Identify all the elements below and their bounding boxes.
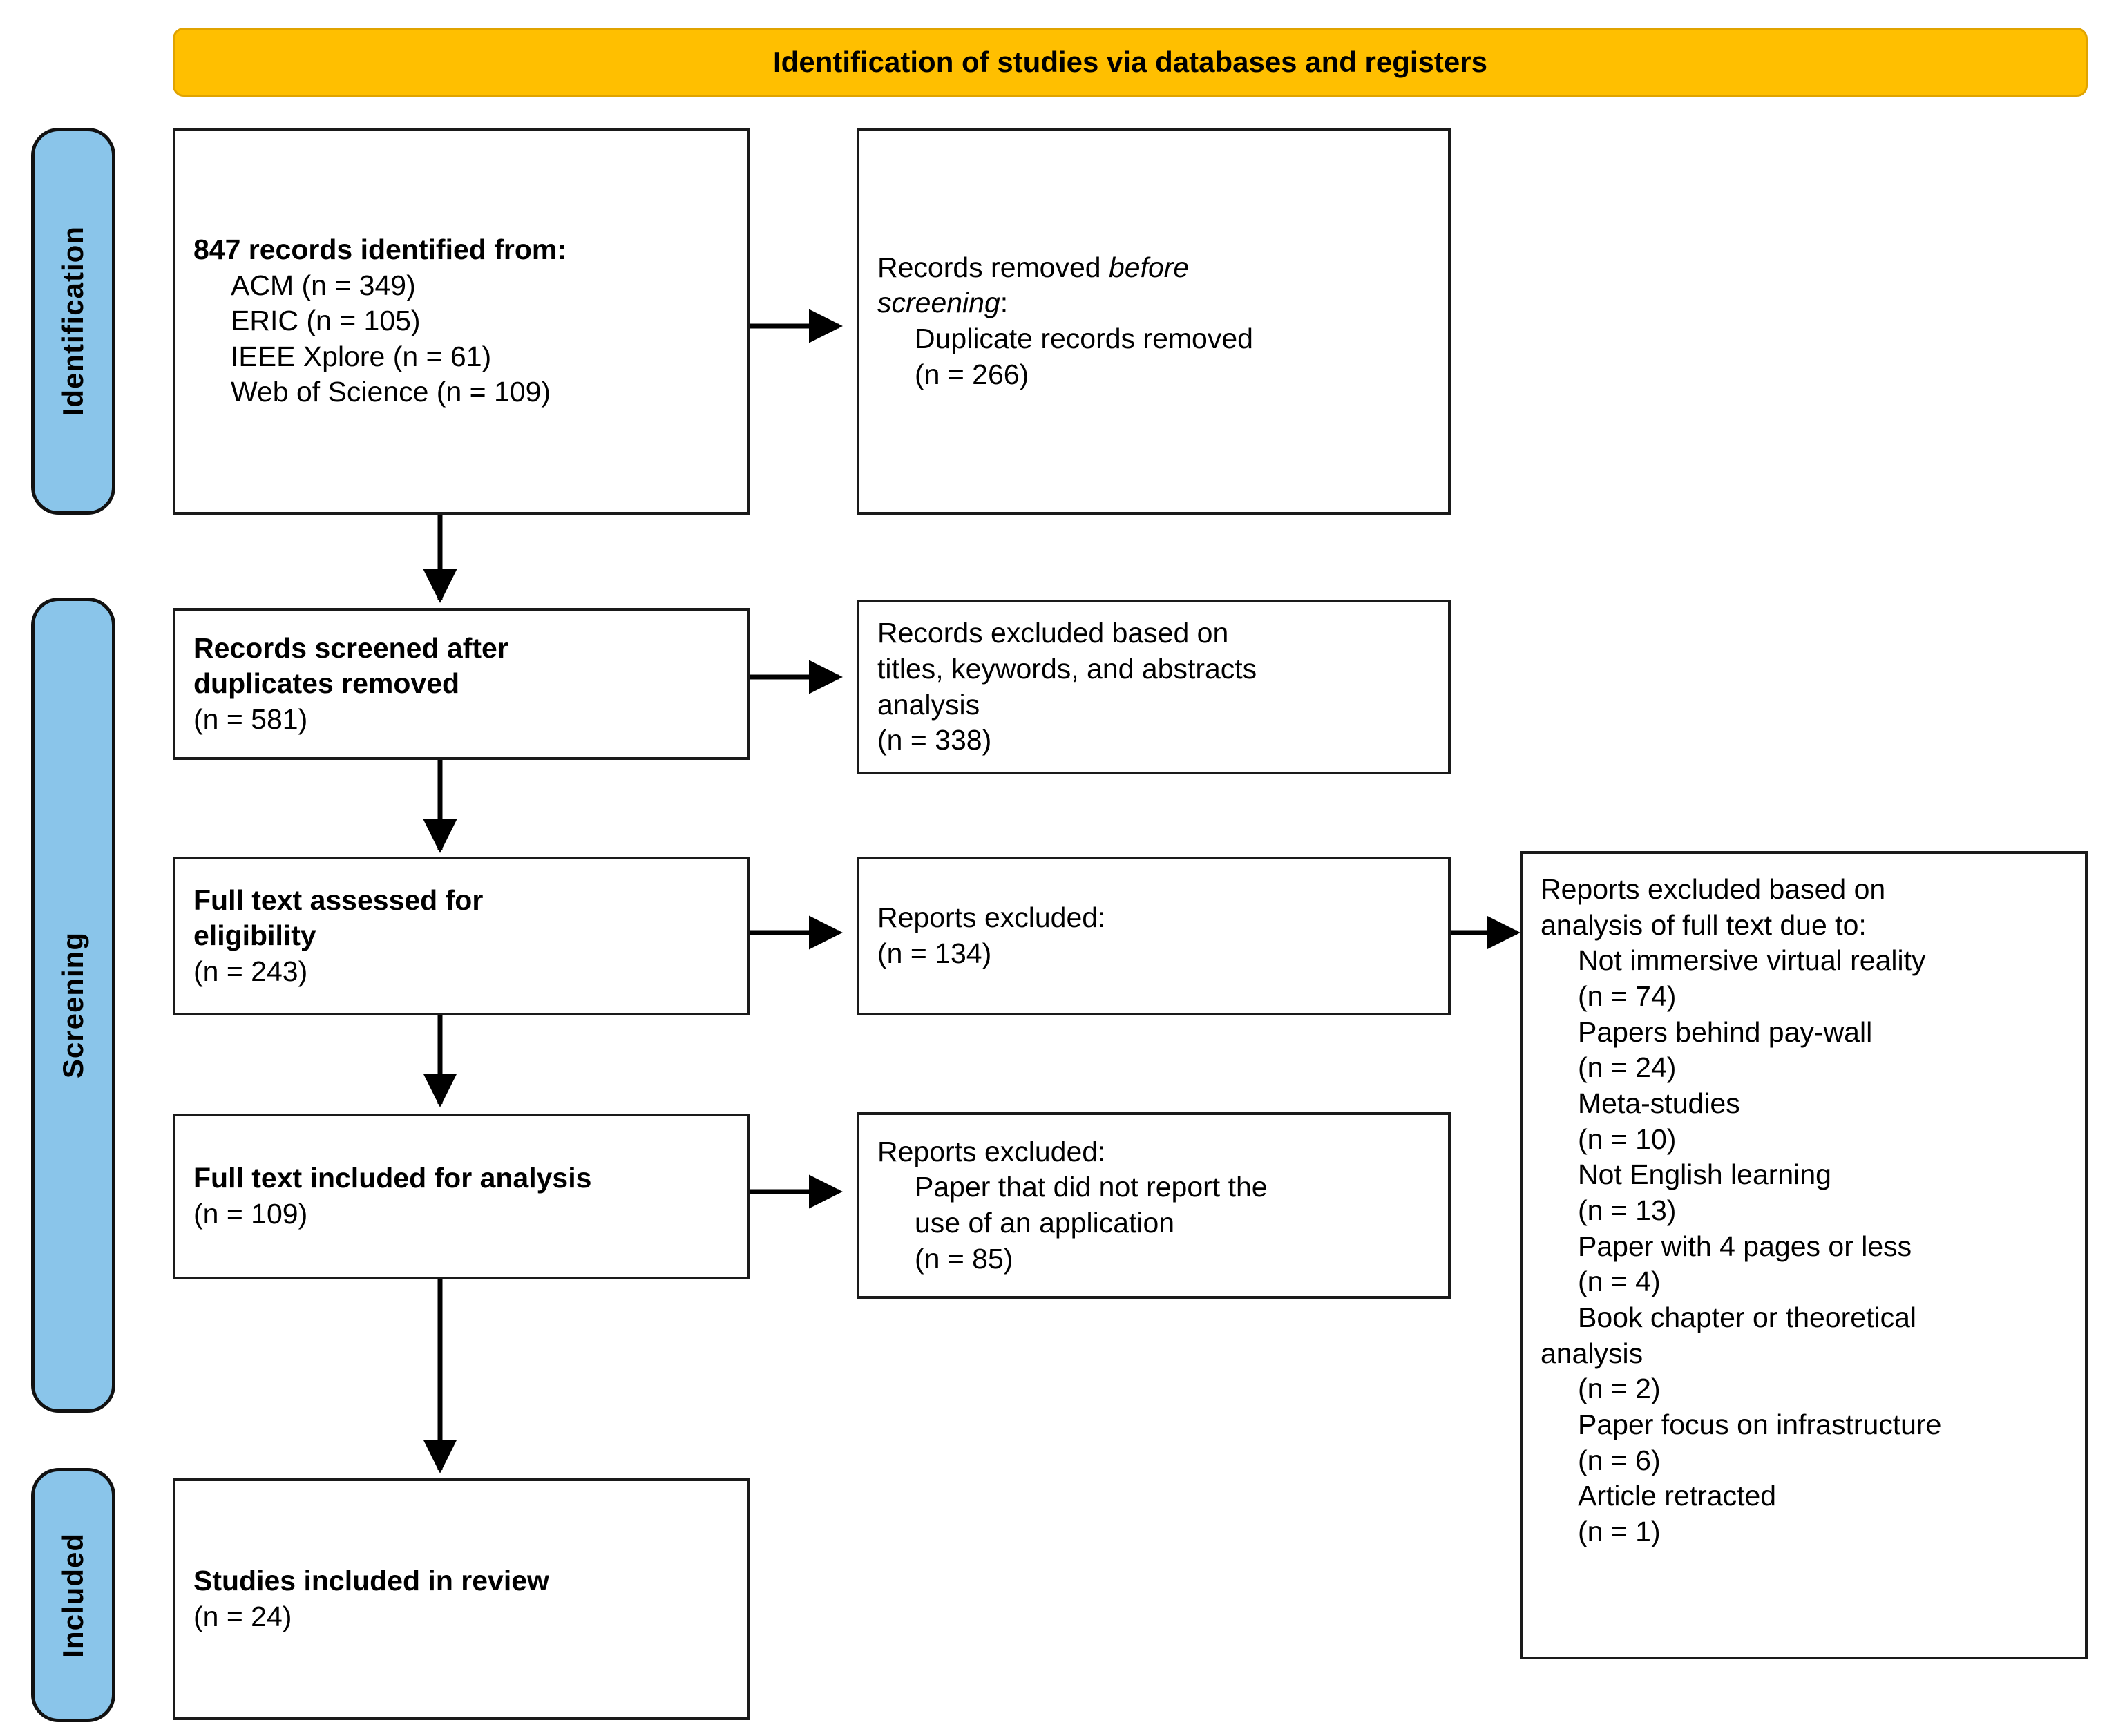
studies-included-label: Studies included in review <box>193 1565 549 1597</box>
reports-excluded-85-label: Reports excluded: <box>877 1135 1106 1167</box>
breakdown-reason-count-2: (n = 10) <box>1578 1123 1677 1155</box>
diagram-header-banner: Identification of studies via databases … <box>173 28 2088 97</box>
breakdown-reason-label-7: Article retracted <box>1578 1480 1777 1512</box>
box-reports-excluded-134: Reports excluded: (n = 134) <box>857 857 1451 1015</box>
breakdown-reason-label-6: Paper focus on infrastructure <box>1578 1408 1942 1440</box>
box-records-screened: Records screened after duplicates remove… <box>173 608 750 760</box>
breakdown-reason-count-3: (n = 13) <box>1578 1194 1677 1226</box>
source-eric: ERIC (n = 105) <box>231 305 421 337</box>
reports-excluded-134-count: (n = 134) <box>877 937 992 969</box>
breakdown-reason-label-0: Not immersive virtual reality <box>1578 944 1926 977</box>
box-records-excluded-titles: Records excluded based on titles, keywor… <box>857 600 1451 774</box>
breakdown-reason-count-5: (n = 2) <box>1578 1373 1661 1405</box>
breakdown-reason-count-7: (n = 1) <box>1578 1515 1661 1547</box>
removed-before-screening-line1: Records removed before <box>877 250 1430 286</box>
records-screened-line2: duplicates removed <box>193 667 460 700</box>
removed-colon: : <box>1000 287 1009 319</box>
breakdown-reason-count-1: (n = 24) <box>1578 1051 1677 1084</box>
records-excluded-titles-line1: Records excluded based on <box>877 617 1229 649</box>
phase-label-identification: Identification <box>31 128 115 515</box>
phase-label-screening: Screening <box>31 598 115 1413</box>
page-title: Identification of studies via databases … <box>773 46 1487 78</box>
records-screened-line1: Records screened after <box>193 631 508 664</box>
records-identified-heading: 847 records identified from: <box>193 233 566 265</box>
phase-label-included: Included <box>31 1468 115 1722</box>
reports-excluded-85-count: (n = 85) <box>915 1242 1013 1275</box>
breakdown-reason-label-2: Meta-studies <box>1578 1087 1740 1119</box>
breakdown-heading-line1: Reports excluded based on <box>1541 873 1886 905</box>
box-reports-excluded-85: Reports excluded: Paper that did not rep… <box>857 1112 1451 1299</box>
box-full-text-assessed: Full text assessed for eligibility (n = … <box>173 857 750 1015</box>
reports-excluded-85-reason-line1: Paper that did not report the <box>915 1171 1268 1203</box>
phase-label-text: Screening <box>57 931 89 1079</box>
phase-label-text: Included <box>57 1532 89 1658</box>
breakdown-reason-count-4: (n = 4) <box>1578 1266 1661 1298</box>
box-records-identified: 847 records identified from: ACM (n = 34… <box>173 128 750 515</box>
box-reports-excluded-fulltext-breakdown: Reports excluded based on analysis of fu… <box>1520 851 2088 1659</box>
full-text-included-line1: Full text included for analysis <box>193 1162 592 1194</box>
records-excluded-titles-count: (n = 338) <box>877 724 992 756</box>
breakdown-reason-count-0: (n = 74) <box>1578 980 1677 1012</box>
breakdown-reason-label-1: Papers behind pay-wall <box>1578 1015 1873 1048</box>
full-text-assessed-line2: eligibility <box>193 919 316 952</box>
full-text-included-count: (n = 109) <box>193 1198 308 1230</box>
reports-excluded-85-reason-line2: use of an application <box>915 1207 1175 1239</box>
breakdown-heading-line2: analysis of full text due to: <box>1541 908 1867 941</box>
records-screened-count: (n = 581) <box>193 703 308 735</box>
breakdown-reason-label-5: Book chapter or theoretical <box>1578 1301 1916 1333</box>
source-web-of-science: Web of Science (n = 109) <box>231 376 551 408</box>
breakdown-reason-label-3: Not English learning <box>1578 1158 1831 1191</box>
breakdown-reason-label-5-cont: analysis <box>1541 1337 1643 1369</box>
box-studies-included: Studies included in review (n = 24) <box>173 1478 750 1720</box>
records-excluded-titles-line2: titles, keywords, and abstracts <box>877 652 1257 685</box>
studies-included-count: (n = 24) <box>193 1601 292 1632</box>
removed-emphasis-before: before <box>1108 251 1190 283</box>
source-acm: ACM (n = 349) <box>231 269 416 301</box>
breakdown-reason-label-4: Paper with 4 pages or less <box>1578 1230 1912 1262</box>
duplicate-records-removed-count: (n = 266) <box>915 358 1029 390</box>
box-full-text-included: Full text included for analysis (n = 109… <box>173 1114 750 1279</box>
removed-label: Records removed <box>877 251 1109 283</box>
duplicate-records-removed-label: Duplicate records removed <box>915 323 1253 354</box>
removed-before-screening-line2: screening: <box>877 285 1430 321</box>
records-excluded-titles-line3: analysis <box>877 688 980 721</box>
source-ieee-xplore: IEEE Xplore (n = 61) <box>231 340 492 372</box>
reports-excluded-134-label: Reports excluded: <box>877 902 1106 934</box>
full-text-assessed-count: (n = 243) <box>193 955 308 987</box>
removed-emphasis-screening: screening <box>877 287 1000 319</box>
box-records-removed-before-screening: Records removed before screening: Duplic… <box>857 128 1451 515</box>
phase-label-text: Identification <box>57 226 89 417</box>
breakdown-reason-count-6: (n = 6) <box>1578 1444 1661 1476</box>
full-text-assessed-line1: Full text assessed for <box>193 884 484 916</box>
